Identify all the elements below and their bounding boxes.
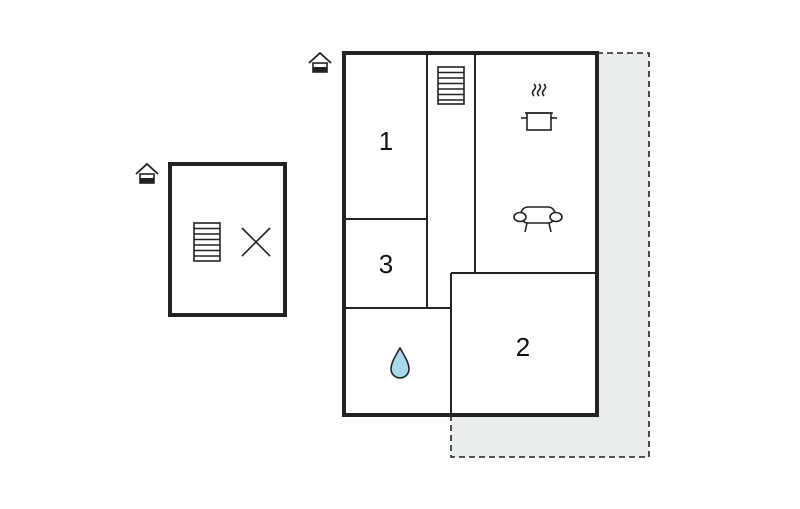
room-label-2: 2 [516, 332, 530, 362]
room-label-3: 3 [379, 249, 393, 279]
house-entrance-icon [135, 162, 159, 184]
annex-building [135, 162, 287, 317]
room-label-1: 1 [379, 126, 393, 156]
house-entrance-icon [308, 51, 332, 73]
stairs-icon [193, 222, 221, 262]
bathroom-water-drop-icon [390, 346, 410, 379]
annex-walls [168, 162, 287, 317]
sofa-icon [513, 206, 563, 233]
outdoor-terrace [450, 52, 650, 458]
main-house-walls [342, 51, 599, 417]
stairs-icon [437, 66, 465, 105]
main-house: 1 3 2 [308, 51, 599, 417]
open-to-below-icon [241, 227, 271, 257]
kitchen-pot-icon [521, 83, 557, 131]
